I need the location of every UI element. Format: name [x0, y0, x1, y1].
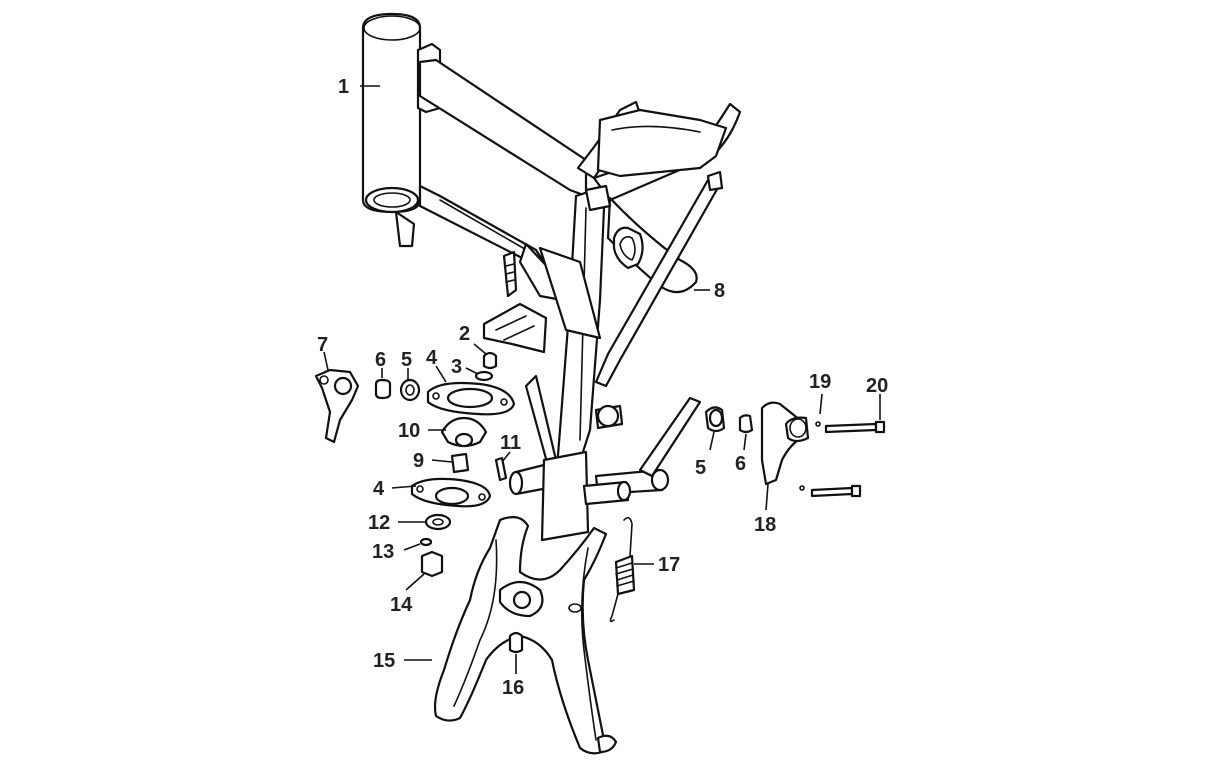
callout-8: 8 [714, 280, 725, 302]
callout-3: 3 [451, 356, 462, 378]
callout-4-upper: 4 [426, 347, 438, 369]
callout-10: 10 [398, 420, 420, 442]
rubber-stop [508, 631, 524, 654]
callout-15: 15 [373, 650, 395, 672]
callout-7: 7 [317, 334, 328, 356]
callout-2: 2 [459, 323, 470, 345]
callout-4-lower: 4 [373, 478, 385, 500]
leader-lines [323, 85, 881, 674]
callout-19: 19 [809, 371, 831, 393]
nut-14 [420, 550, 444, 578]
lower-plate [410, 477, 492, 508]
callout-6-right: 6 [735, 453, 746, 475]
center-stand [433, 515, 618, 755]
callout-17: 17 [658, 554, 680, 576]
callout-9: 9 [413, 450, 424, 472]
callout-14: 14 [390, 594, 413, 616]
callout-20: 20 [866, 375, 888, 397]
clip [494, 456, 508, 482]
callout-6-left: 6 [375, 349, 386, 371]
callout-5-left: 5 [401, 349, 412, 371]
right-mount-bracket [760, 401, 810, 486]
right-bushings [704, 406, 754, 434]
callout-1: 1 [338, 76, 349, 98]
rubber-mount [440, 416, 488, 448]
callout-labels: 1 2 3 4 4 5 5 6 6 7 8 9 10 11 12 13 14 1… [317, 76, 888, 699]
callout-16: 16 [502, 677, 524, 699]
left-mount-bracket [314, 368, 360, 444]
left-bushings [374, 351, 516, 416]
bolts [799, 420, 886, 498]
callout-13: 13 [372, 541, 394, 563]
washer-13 [419, 537, 433, 547]
washer-12 [424, 513, 452, 531]
spacer [450, 452, 470, 474]
frame-assembly [361, 12, 742, 542]
spring [609, 516, 636, 623]
callout-18: 18 [754, 514, 776, 536]
callout-11: 11 [500, 432, 521, 454]
callout-12: 12 [368, 512, 390, 534]
callout-5-right: 5 [695, 457, 706, 479]
